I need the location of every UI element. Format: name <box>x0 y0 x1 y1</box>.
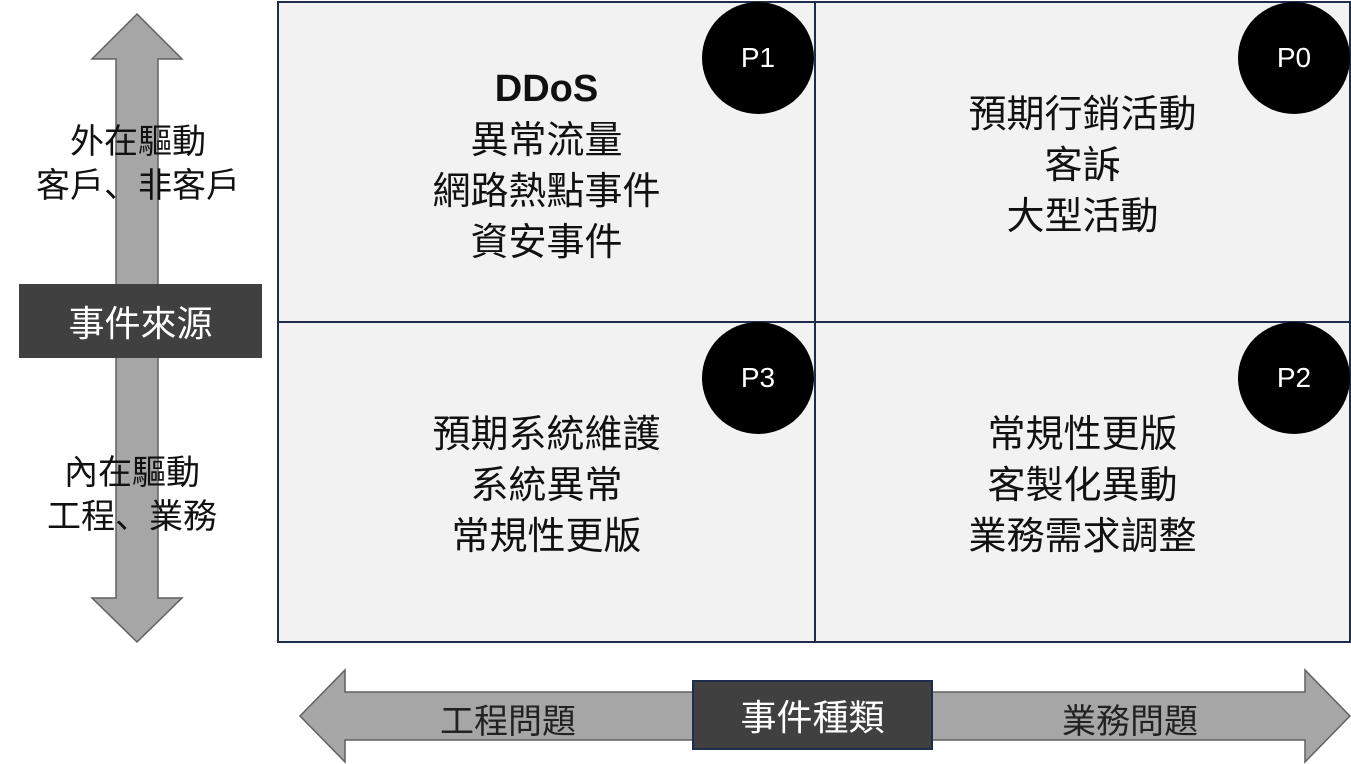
priority-badge-p0: P0 <box>1238 2 1350 114</box>
label-line: 工程、業務 <box>47 497 217 537</box>
label-line: 客戶、非客戶 <box>36 166 240 206</box>
priority-badge-p3: P3 <box>702 322 814 434</box>
quadrant-line: 網路熱點事件 <box>432 169 661 213</box>
quadrant-title: DDoS <box>494 68 599 110</box>
quadrant-p3: 預期系統維護 系統異常 常規性更版 <box>277 321 816 643</box>
event-type-label: 事件種類 <box>692 680 933 750</box>
quadrant-line: 客訴 <box>1044 143 1121 187</box>
quadrant-line: 常規性更版 <box>987 412 1178 456</box>
quadrant-line: 預期行銷活動 <box>968 92 1197 136</box>
engineering-issue-label: 工程問題 <box>440 702 576 742</box>
quadrant-line: 大型活動 <box>1006 194 1159 238</box>
priority-badge-p2: P2 <box>1238 322 1350 434</box>
label-line: 外在驅動 <box>70 122 206 162</box>
event-source-label: 事件來源 <box>19 284 262 358</box>
business-issue-label: 業務問題 <box>1062 702 1198 742</box>
quadrant-line: 常規性更版 <box>451 514 642 558</box>
quadrant-line: 資安事件 <box>470 220 623 264</box>
external-driver-label: 外在驅動 客戶、非客戶 <box>0 120 276 208</box>
quadrant-line: 系統異常 <box>470 463 623 507</box>
label-line: 內在驅動 <box>64 453 200 493</box>
internal-driver-label: 內在驅動 工程、業務 <box>0 451 264 539</box>
priority-badge-p1: P1 <box>702 2 814 114</box>
quadrant-line: 客製化異動 <box>987 463 1178 507</box>
quadrant-line: 預期系統維護 <box>432 412 661 456</box>
quadrant-line: 異常流量 <box>470 118 623 162</box>
quadrant-line: 業務需求調整 <box>968 514 1197 558</box>
quadrant-p0: 預期行銷活動 客訴 大型活動 <box>814 1 1351 324</box>
